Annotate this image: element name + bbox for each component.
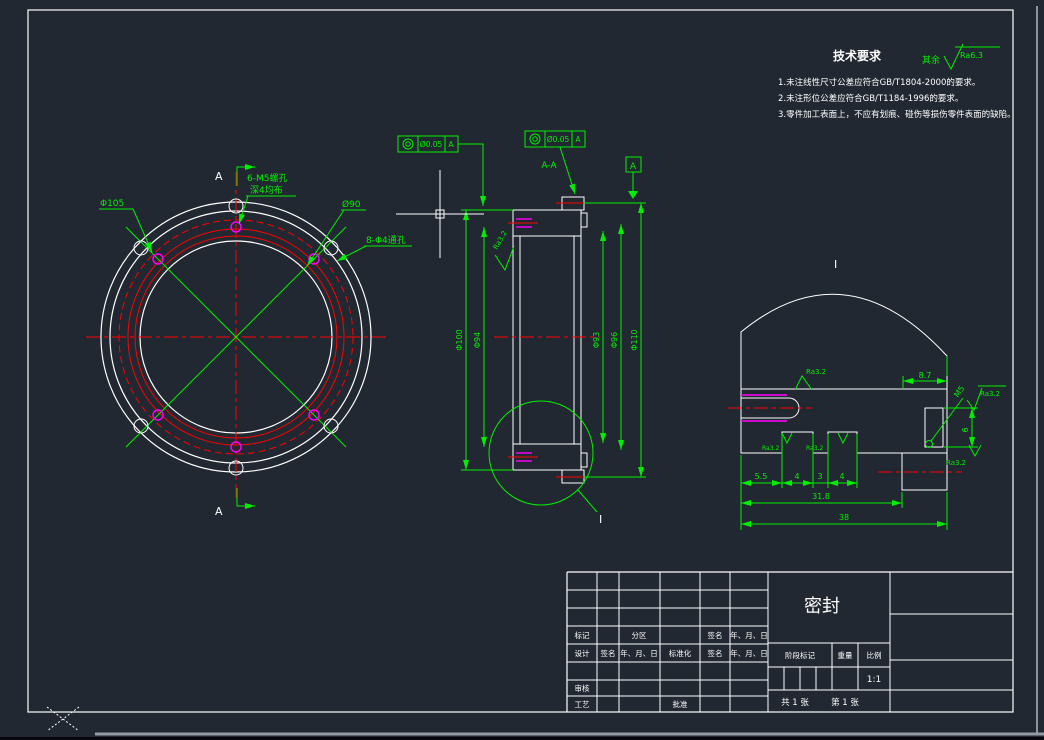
section-view: Φ100 Φ94 Φ93 Φ96 Φ110 Ra3.2 Ø0.05 A bbox=[397, 130, 646, 526]
svg-text:Ra3.2: Ra3.2 bbox=[806, 368, 826, 376]
detail-view-label: I bbox=[834, 258, 837, 271]
fcf-tolerance: Ø0.05 bbox=[547, 135, 570, 144]
dim-4b: 4 bbox=[839, 472, 844, 481]
cut-letter-bottom: A bbox=[215, 505, 223, 518]
ucs-icon bbox=[46, 706, 80, 732]
window-bottom-strip bbox=[0, 737, 1044, 740]
tb-sheet-page: 第 1 张 bbox=[831, 697, 859, 708]
fcf-left: Ø0.05 A bbox=[397, 135, 486, 206]
default-roughness-label: 其余 bbox=[922, 54, 940, 66]
tb-check-label: 审核 bbox=[575, 683, 590, 693]
front-view: Φ105 Ø90 8-Φ4通孔 6-M5螺孔 深4均布 A A bbox=[86, 164, 412, 518]
note-line-1: 1.未注线性尺寸公差应符合GB/T1804-2000的要求。 bbox=[778, 77, 980, 88]
dim-phi93: Φ93 bbox=[592, 332, 601, 348]
detail-mark: I bbox=[599, 513, 602, 526]
svg-text:Ra3.2: Ra3.2 bbox=[806, 445, 823, 452]
fcf-right: Ø0.05 A bbox=[524, 130, 586, 195]
tb-sign-label: 签名 bbox=[708, 630, 723, 640]
section-label: A-A bbox=[541, 161, 557, 171]
thread-callout: M5 Ra3.2 bbox=[925, 384, 1006, 448]
tb-scale-label: 比例 bbox=[867, 650, 882, 660]
tb-date3-label: 年、月、日 bbox=[730, 648, 768, 658]
tb-approve-label: 批准 bbox=[673, 699, 688, 709]
detail-view: I Ra3.2 Ra3.2 Ra3.2 M5 bbox=[728, 258, 1006, 530]
dim-8-7: 8.7 bbox=[919, 371, 932, 380]
title-block-grid bbox=[567, 572, 1013, 712]
tb-zone-label: 分区 bbox=[632, 631, 647, 640]
fcf-datum-ref: A bbox=[575, 135, 581, 144]
tapped-hole bbox=[924, 407, 944, 448]
tb-mark-label: 标记 bbox=[575, 630, 590, 640]
datum-symbol-A: A bbox=[625, 156, 642, 199]
sheet-border bbox=[27, 9, 1014, 713]
part-name: 密封 bbox=[804, 596, 840, 617]
cut-letter-top: A bbox=[215, 170, 223, 183]
note-line-2: 2.未注形位公差应符合GB/T1184-1996的要求。 bbox=[778, 93, 963, 104]
svg-text:A: A bbox=[630, 162, 637, 172]
dim-phi96: Φ96 bbox=[610, 332, 619, 348]
tb-scale-value: 1:1 bbox=[867, 675, 881, 685]
crosshair-cursor[interactable] bbox=[396, 170, 484, 258]
tb-weight-label: 重量 bbox=[838, 651, 853, 660]
roughness-flag-right-bottom: Ra3.2 bbox=[946, 444, 982, 467]
roughness-flag-groove-1: Ra3.2 bbox=[762, 432, 793, 452]
section-cut-A: A A bbox=[215, 164, 255, 518]
dim-phi94: Φ94 bbox=[473, 332, 482, 348]
tb-sheet-total: 共 1 张 bbox=[781, 698, 809, 708]
label-threaded-holes-1: 6-M5螺孔 bbox=[247, 173, 287, 184]
svg-text:Ra3.2: Ra3.2 bbox=[946, 459, 966, 467]
seal-grooves bbox=[508, 218, 538, 462]
label-threaded-holes-2: 深4均布 bbox=[250, 184, 283, 196]
dim-phi100: Φ100 bbox=[455, 329, 464, 351]
dim-3: 3 bbox=[817, 472, 822, 481]
dim-bore: Ø90 bbox=[342, 199, 361, 210]
technical-notes: 技术要求 1.未注线性尺寸公差应符合GB/T1804-2000的要求。 2.未注… bbox=[778, 48, 1016, 120]
tb-date2-label: 年、月、日 bbox=[620, 648, 658, 658]
tb-stage-label: 阶段标记 bbox=[785, 650, 815, 660]
default-roughness: 其余 Ra6.3 bbox=[922, 43, 1000, 71]
detail-circle bbox=[488, 400, 594, 506]
svg-text:Ra3.2: Ra3.2 bbox=[980, 390, 1000, 398]
dim-6: 6 bbox=[961, 427, 970, 432]
dim-31-8: 31.8 bbox=[812, 492, 830, 501]
svg-text:Ra3.2: Ra3.2 bbox=[762, 445, 779, 452]
tb-process-label: 工艺 bbox=[575, 700, 590, 709]
tb-standard-label: 标准化 bbox=[669, 648, 692, 658]
dim-bolt-circle: Φ105 bbox=[100, 199, 124, 209]
notes-title: 技术要求 bbox=[833, 48, 882, 63]
dim-5-5: 5.5 bbox=[755, 472, 768, 481]
default-roughness-value: Ra6.3 bbox=[960, 51, 983, 60]
fcf-tolerance: Ø0.05 bbox=[420, 140, 443, 149]
dim-phi110: Φ110 bbox=[630, 329, 639, 351]
roughness-flag-groove-2: Ra3.2 bbox=[806, 432, 849, 452]
tb-sign2-label: 签名 bbox=[601, 648, 616, 658]
tb-sign3-label: 签名 bbox=[708, 648, 723, 658]
tb-design-label: 设计 bbox=[575, 648, 590, 658]
label-through-holes: 8-Φ4通孔 bbox=[366, 235, 406, 246]
title-block: 密封 标记 分区 签名 年、月、日 设计 签名 年、月、日 标准化 签名 年、月… bbox=[566, 571, 1013, 712]
tb-date-label: 年、月、日 bbox=[730, 630, 768, 640]
dim-4a: 4 bbox=[794, 472, 799, 481]
dim-38: 38 bbox=[839, 513, 849, 522]
fcf-datum-ref: A bbox=[448, 140, 454, 149]
note-line-3: 3.零件加工表面上，不应有划痕、碰伤等损伤零件表面的缺陷。 bbox=[778, 109, 1016, 120]
roughness-flag-top: Ra3.2 bbox=[794, 368, 826, 391]
